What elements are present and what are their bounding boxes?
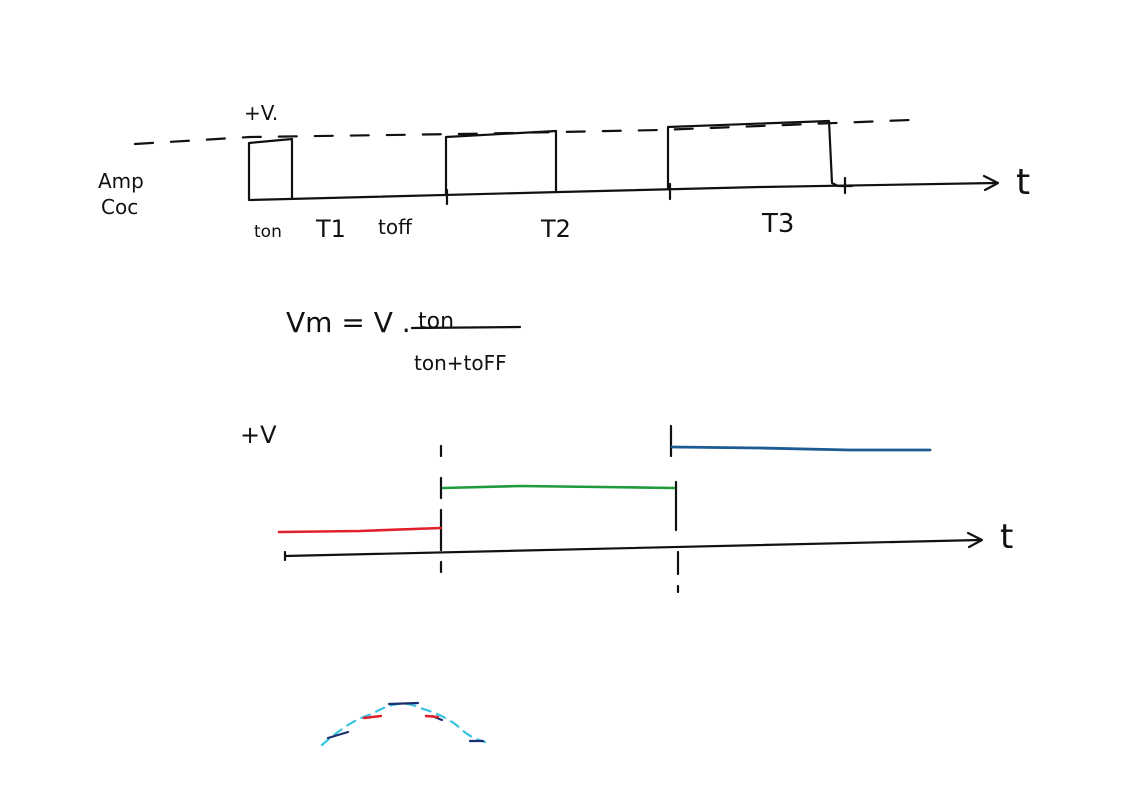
period-label-t1: T1 [315, 215, 346, 243]
level-segment-low [277, 526, 443, 534]
level-time-axis-label: t [1000, 517, 1013, 557]
pulse-2 [444, 129, 558, 197]
period-tick-3 [837, 176, 854, 195]
dashed-curve-sketch [320, 701, 487, 747]
y-axis-label-amp: Amp [98, 169, 144, 193]
dashed-arc-red-marks [362, 714, 440, 720]
time-axis-arrowhead [982, 174, 1000, 192]
y-axis-label-coc: Coc [101, 195, 138, 219]
formula-numerator: ton [418, 309, 454, 334]
dashed-arc [320, 702, 487, 747]
ton-label: ton [254, 222, 282, 242]
toff-label: toff [378, 215, 413, 239]
formula-fraction-bar [410, 325, 522, 330]
amplitude-label-blue: +V [240, 421, 277, 449]
level-segment-high [670, 445, 932, 452]
divider-2 [669, 424, 680, 594]
dashed-arc-dark-marks [326, 701, 485, 743]
period-label-t2: T2 [540, 215, 571, 243]
amplitude-label: +V. [244, 101, 278, 125]
level-time-axis [283, 538, 982, 558]
pulse-3 [666, 119, 840, 191]
pwm-waveform-diagram: Amp Coc +V. t ton T1 toff T2 T3 [98, 101, 1030, 243]
pulse-1 [247, 137, 294, 202]
period-label-t3: T3 [761, 209, 794, 239]
formula-lhs: Vm = V . [286, 306, 411, 339]
time-axis-label: t [1016, 162, 1030, 203]
formula-denominator: ton+toFF [414, 351, 507, 375]
time-axis [248, 181, 998, 202]
amplitude-dashed-line [133, 118, 912, 146]
level-time-axis-arrowhead [966, 531, 984, 549]
level-segment-mid [441, 484, 676, 490]
average-voltage-formula: Vm = V . ton ton+toFF [286, 306, 522, 375]
voltage-level-diagram: +V t [240, 421, 1013, 594]
